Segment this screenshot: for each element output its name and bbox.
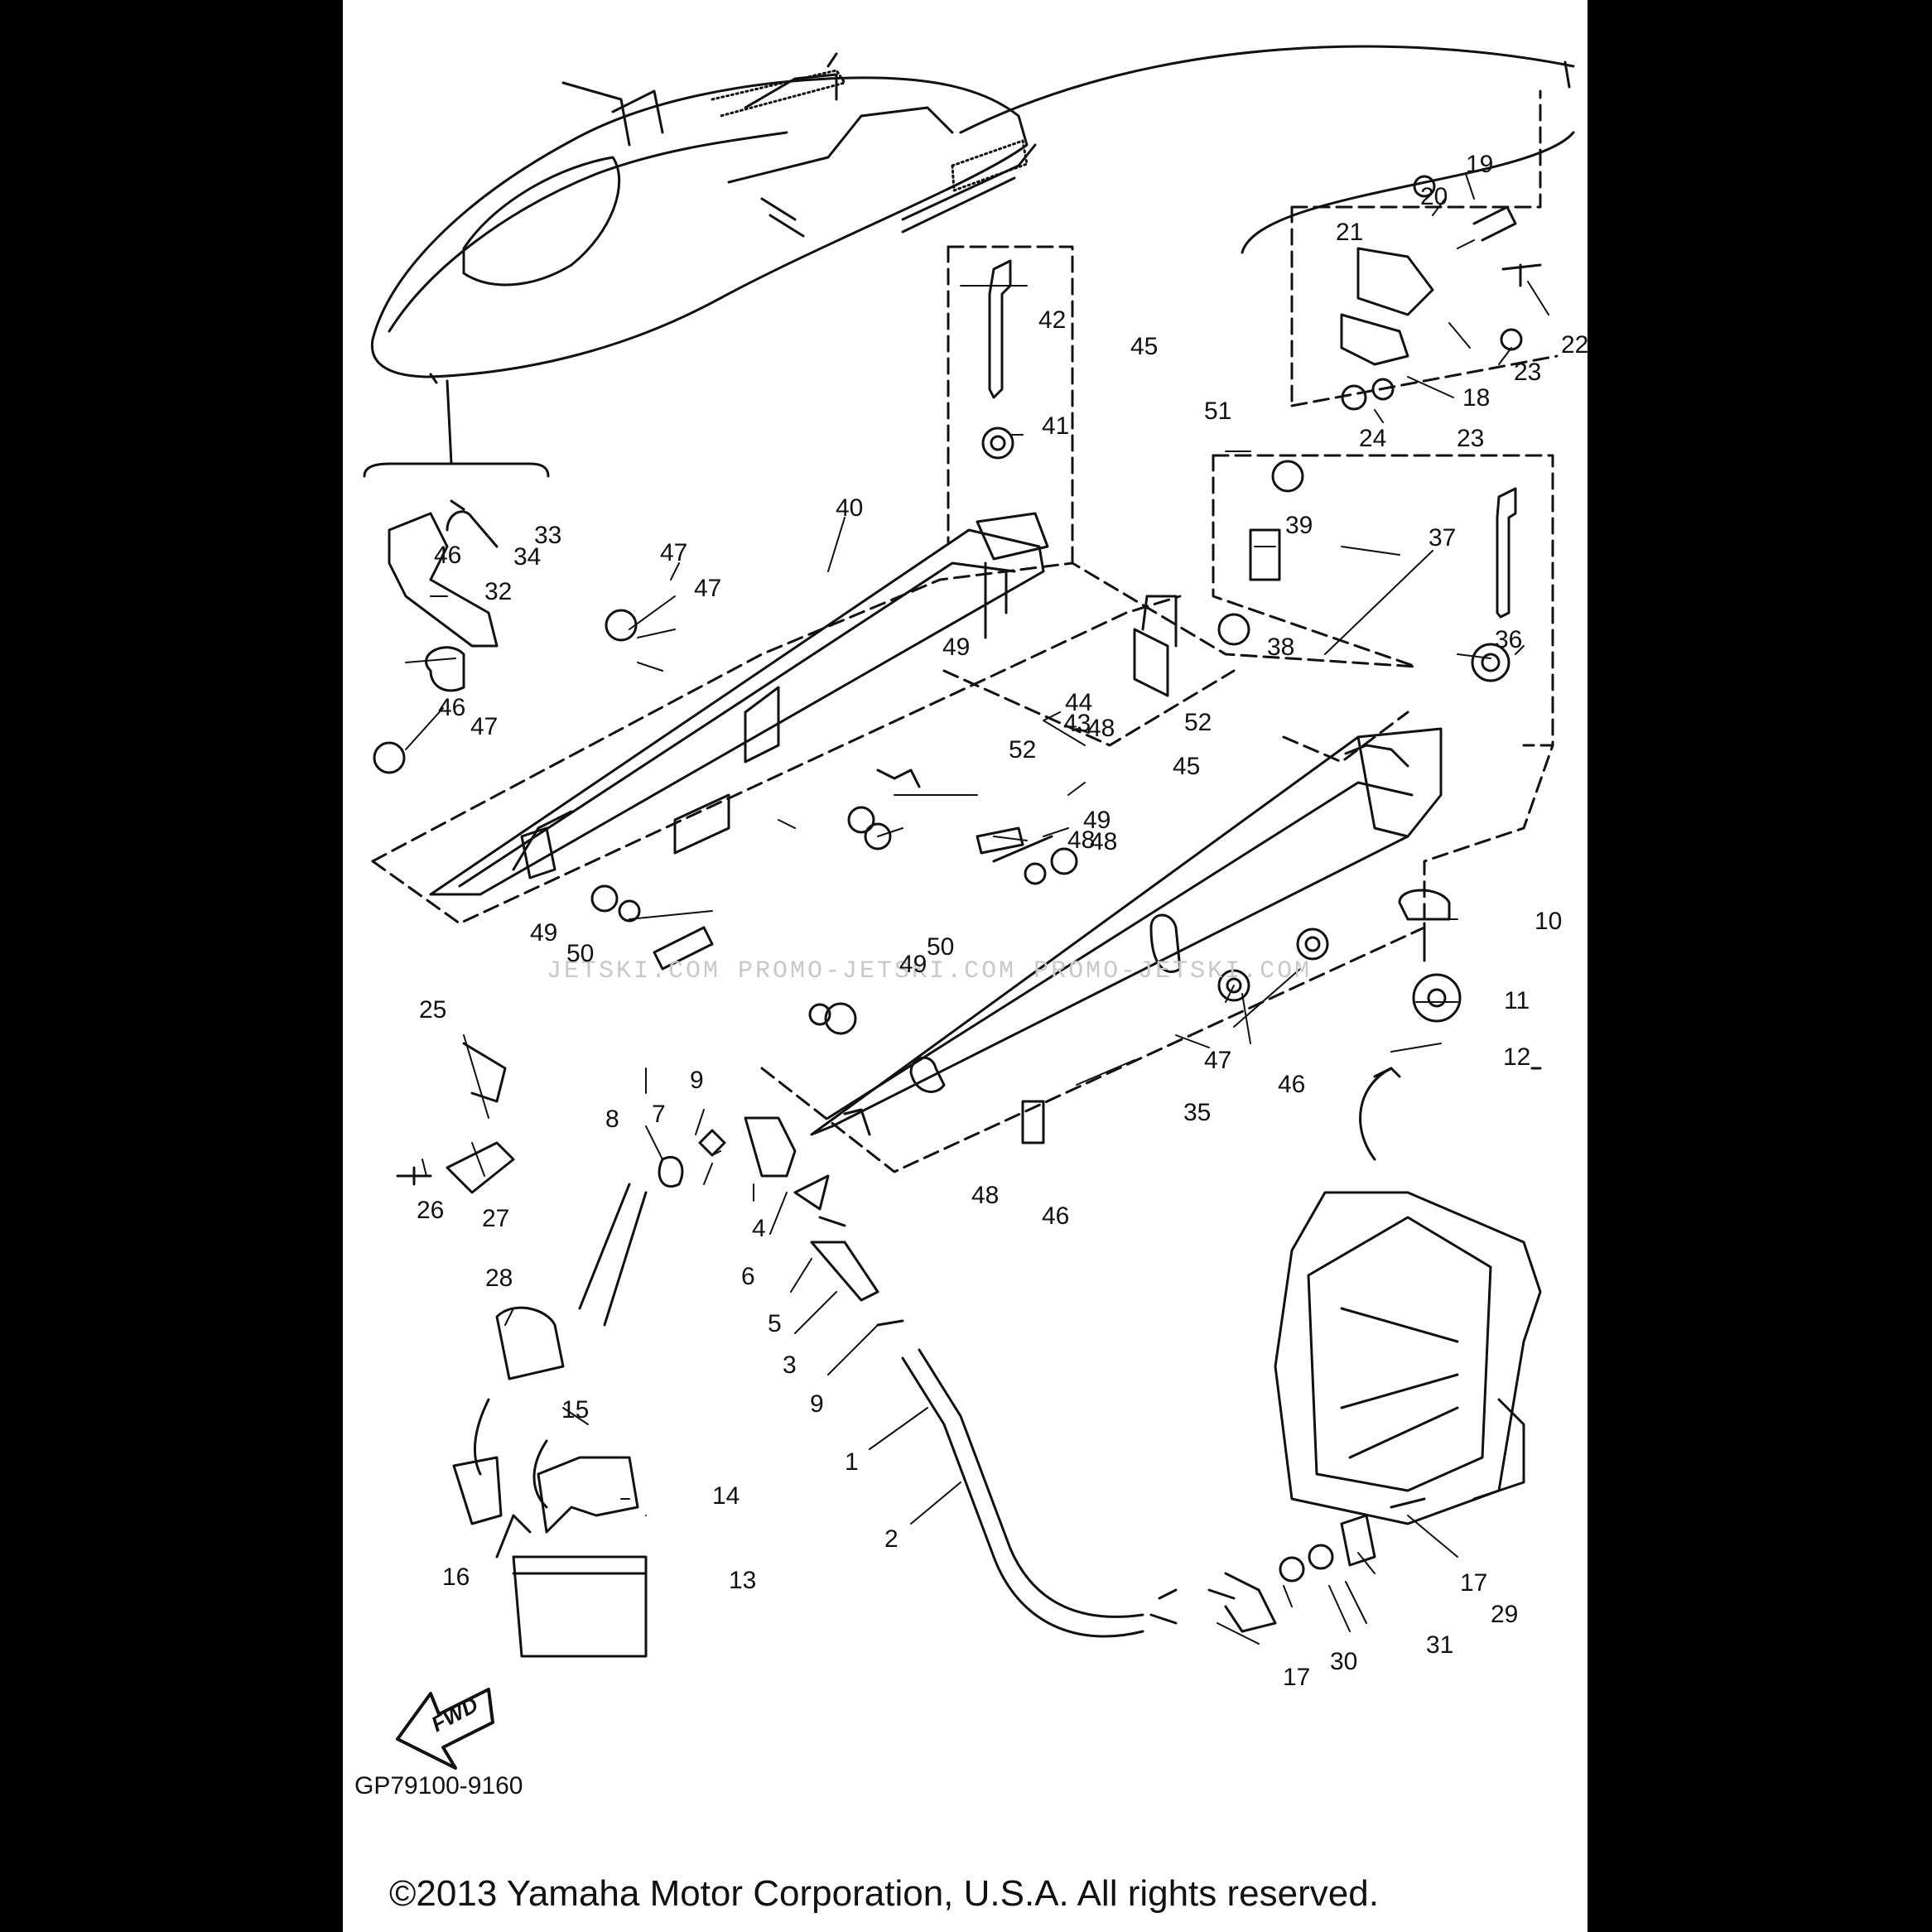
callout-50: 50 — [927, 933, 954, 961]
callout-9: 9 — [810, 1390, 824, 1418]
callout-40: 40 — [836, 494, 863, 522]
callout-23: 23 — [1457, 425, 1484, 452]
callout-2: 2 — [884, 1525, 899, 1553]
callout-48: 48 — [1090, 828, 1117, 855]
small-parts — [373, 175, 1542, 1658]
callout-17: 17 — [1283, 1664, 1310, 1691]
callout-43: 43 — [1063, 710, 1091, 737]
callout-47: 47 — [660, 539, 687, 566]
callout-34: 34 — [513, 543, 541, 571]
callout-37: 37 — [1429, 524, 1456, 552]
callout-23: 23 — [1514, 359, 1541, 386]
callout-39: 39 — [1285, 512, 1313, 539]
callout-7: 7 — [652, 1101, 666, 1128]
callout-28: 28 — [485, 1265, 513, 1292]
callout-52: 52 — [1009, 736, 1036, 764]
callout-3: 3 — [783, 1351, 797, 1379]
callout-48: 48 — [1067, 826, 1095, 854]
diagram-sheet — [343, 0, 1588, 1932]
callout-51: 51 — [1204, 397, 1231, 425]
callout-13: 13 — [729, 1567, 756, 1594]
callout-27: 27 — [482, 1205, 509, 1232]
callout-16: 16 — [442, 1563, 470, 1591]
callout-46: 46 — [1042, 1202, 1069, 1230]
callout-33: 33 — [534, 522, 561, 549]
callout-22: 22 — [1561, 331, 1588, 359]
hoses — [473, 1183, 1144, 1638]
callout-5: 5 — [768, 1310, 782, 1337]
callout-45: 45 — [1173, 753, 1200, 780]
watercraft-illustration — [363, 45, 1575, 478]
callout-46: 46 — [438, 694, 465, 721]
fwd-arrow-icon — [396, 1688, 494, 1770]
callout-35: 35 — [1183, 1099, 1211, 1126]
callout-44: 44 — [1065, 689, 1092, 716]
callout-18: 18 — [1462, 384, 1490, 412]
callout-4: 4 — [752, 1215, 766, 1242]
callout-46: 46 — [434, 542, 461, 569]
callout-11: 11 — [1504, 987, 1530, 1014]
diagram-part-number: GP79100-9160 — [354, 1772, 523, 1800]
watermark: JETSKI.COM PROMO-JETSKI.COM PROMO-JETSKI… — [547, 957, 1312, 985]
callout-30: 30 — [1330, 1648, 1357, 1675]
callout-21: 21 — [1336, 219, 1363, 246]
callout-6: 6 — [741, 1263, 755, 1290]
callout-36: 36 — [1495, 626, 1522, 653]
jet-pump-housing — [1274, 1067, 1542, 1525]
callout-12: 12 — [1503, 1043, 1530, 1071]
callout-50: 50 — [566, 940, 594, 967]
leader-lines — [405, 173, 1549, 1645]
callout-45: 45 — [1130, 333, 1158, 360]
callout-47: 47 — [1204, 1047, 1231, 1074]
callout-14: 14 — [712, 1482, 740, 1510]
callout-10: 10 — [1535, 908, 1562, 935]
callout-32: 32 — [484, 578, 512, 605]
callout-9: 9 — [690, 1067, 704, 1094]
callout-25: 25 — [419, 996, 446, 1024]
callout-48: 48 — [971, 1182, 999, 1209]
callout-17: 17 — [1460, 1569, 1487, 1597]
callout-31: 31 — [1426, 1631, 1453, 1659]
sponson-rail-40 — [429, 512, 1049, 896]
callout-49: 49 — [1083, 807, 1111, 834]
callout-49: 49 — [942, 634, 970, 661]
callout-8: 8 — [605, 1106, 619, 1133]
callout-19: 19 — [1466, 151, 1493, 178]
callout-48: 48 — [1087, 715, 1115, 742]
callout-26: 26 — [417, 1197, 444, 1224]
callout-1: 1 — [845, 1448, 859, 1476]
copyright-notice: ©2013 Yamaha Motor Corporation, U.S.A. A… — [389, 1873, 1379, 1914]
callout-47: 47 — [470, 713, 498, 740]
sponson-rail-35 — [810, 727, 1443, 1136]
callout-41: 41 — [1042, 412, 1069, 440]
callout-49: 49 — [899, 951, 927, 978]
callout-38: 38 — [1267, 634, 1294, 661]
callout-15: 15 — [561, 1396, 589, 1424]
callout-29: 29 — [1491, 1601, 1518, 1628]
callout-47: 47 — [694, 575, 721, 602]
callout-20: 20 — [1420, 183, 1448, 210]
callout-42: 42 — [1038, 306, 1066, 334]
callout-24: 24 — [1359, 425, 1386, 452]
callout-49: 49 — [530, 919, 557, 947]
callout-52: 52 — [1184, 709, 1212, 736]
callout-46: 46 — [1278, 1071, 1305, 1098]
